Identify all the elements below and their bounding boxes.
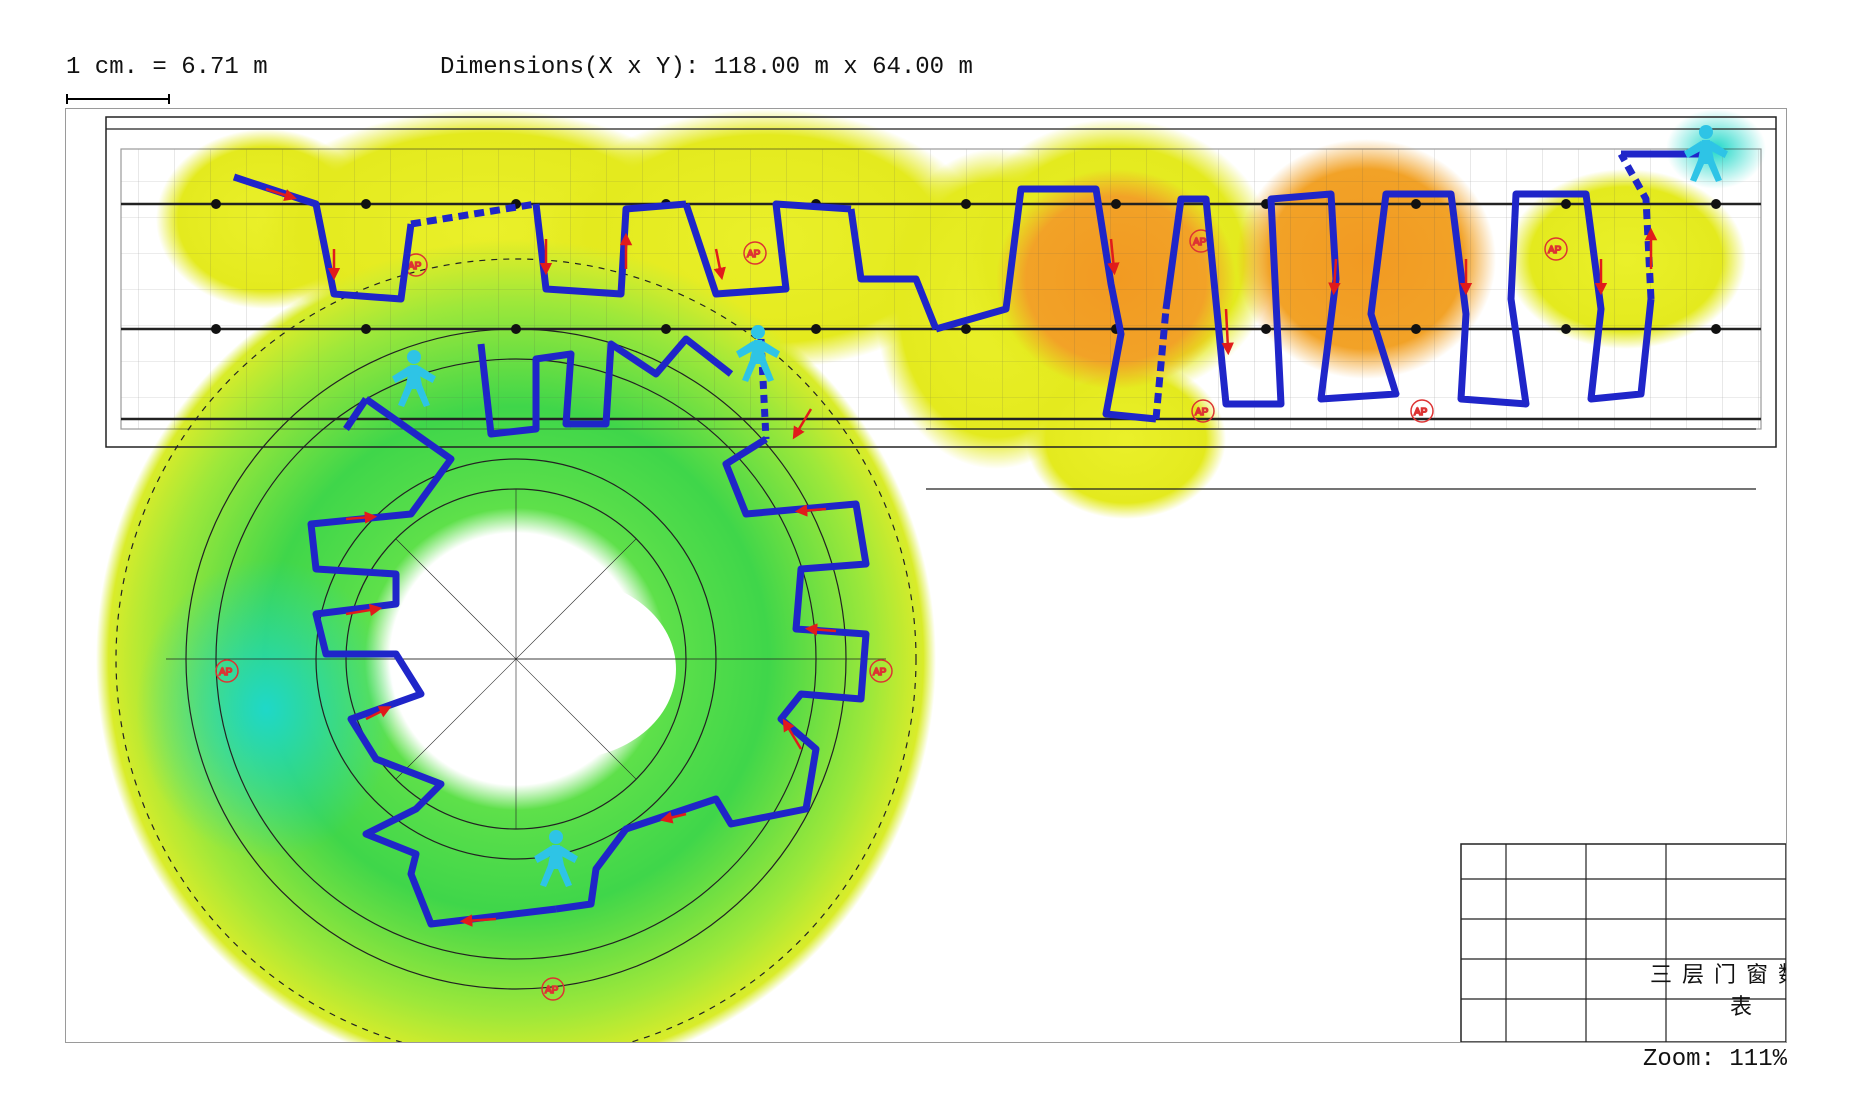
direction-arrow-icon (794, 504, 827, 517)
floorplan-linework (105, 116, 1786, 1042)
svg-text:AP: AP (873, 667, 887, 678)
direction-arrow-icon (459, 914, 497, 927)
direction-arrow-icon (782, 718, 803, 750)
direction-arrow-icon (345, 603, 383, 617)
direction-arrow-icon (1328, 258, 1341, 296)
ap-marker-icon: AP (215, 659, 239, 683)
scale-bar (66, 94, 170, 104)
svg-text:AP: AP (1195, 407, 1209, 418)
direction-arrow-icon (365, 706, 392, 721)
direction-arrow-icon (792, 408, 813, 440)
direction-arrow-icon (659, 811, 687, 824)
ap-marker-icon: AP (743, 241, 767, 265)
svg-text:AP: AP (545, 985, 559, 996)
direction-arrow-icon (265, 187, 297, 202)
ap-markers: AP AP AP AP AP AP AP AP AP (215, 229, 1568, 1001)
zoom-label: Zoom: 111% (1642, 1046, 1787, 1073)
svg-text:AP: AP (1193, 237, 1207, 248)
direction-arrow-icon (804, 623, 837, 636)
svg-text:AP: AP (747, 249, 761, 260)
direction-arrow-icon (345, 511, 378, 524)
scale-label: 1 cm. = 6.71 m (66, 54, 268, 81)
direction-arrow-icon (1107, 238, 1120, 276)
direction-arrow-icon (713, 248, 726, 281)
floorplan-map[interactable]: AP AP AP AP AP AP AP AP AP (65, 108, 1787, 1043)
ap-marker-icon: AP (1410, 399, 1434, 423)
dimensions-label: Dimensions(X x Y): 118.00 m x 64.00 m (440, 54, 973, 81)
svg-text:AP: AP (1548, 245, 1562, 256)
ap-marker-icon: AP (1191, 399, 1215, 423)
svg-text:AP: AP (408, 261, 422, 272)
direction-arrow-icon (1221, 308, 1234, 356)
direction-arrows (265, 187, 1658, 927)
ap-marker-icon: AP (1544, 237, 1568, 261)
svg-text:AP: AP (219, 667, 233, 678)
ap-marker-icon: AP (541, 977, 565, 1001)
ap-marker-icon: AP (869, 659, 893, 683)
svg-text:AP: AP (1414, 407, 1428, 418)
heatmap-canvas[interactable]: AP AP AP AP AP AP AP AP AP (66, 109, 1786, 1042)
legend-table-title: 三层门窗数量表 (1649, 963, 1786, 1020)
